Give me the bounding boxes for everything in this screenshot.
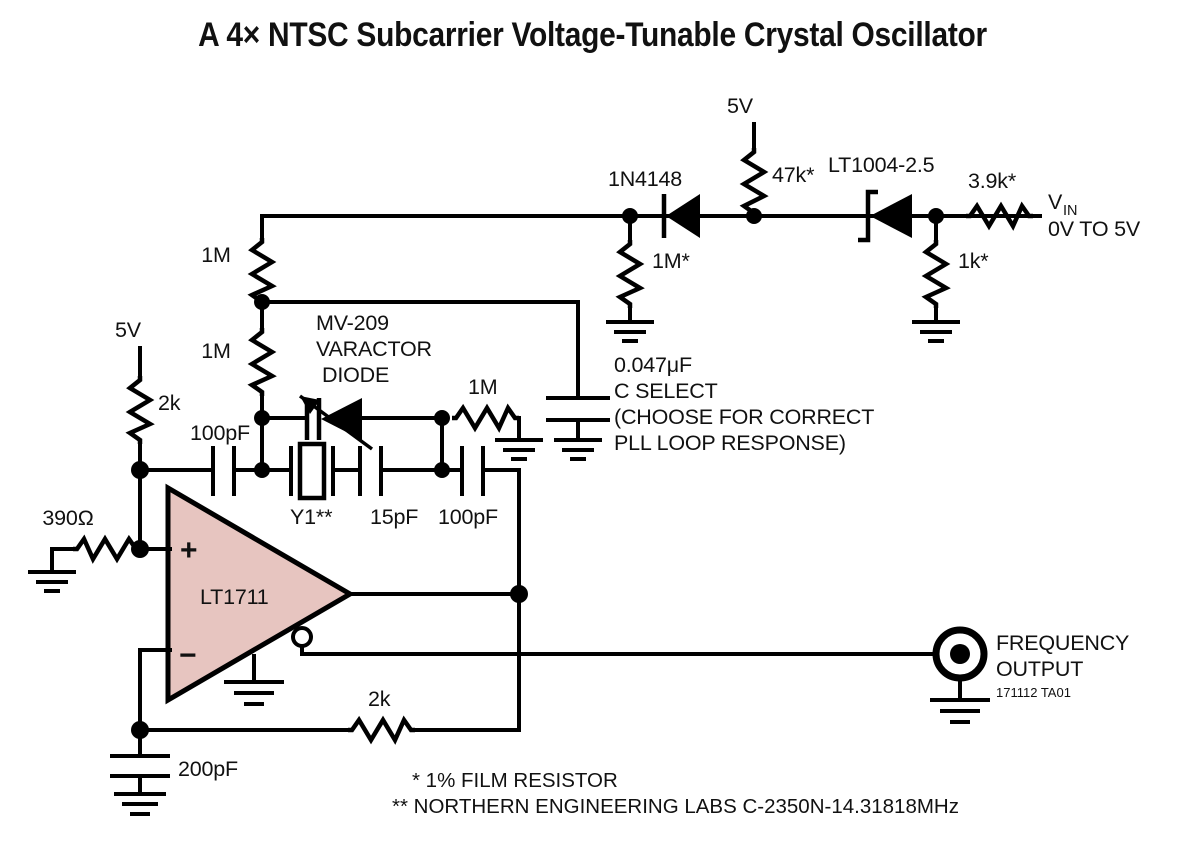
label-c-select-l1: C SELECT — [614, 379, 718, 403]
resistor-2k-feedback — [138, 715, 521, 745]
label-vin-range: 0V TO 5V — [1048, 217, 1141, 241]
reference-lt1004 — [858, 189, 912, 243]
crystal-y1 — [260, 441, 362, 501]
label-r-1k-star: 1k* — [958, 249, 989, 273]
label-r-1m-right: 1M — [468, 375, 497, 399]
label-comparator: LT1711 — [200, 585, 269, 609]
comparator-inverted-output — [291, 626, 948, 656]
capacitor-100pf-input — [193, 446, 264, 496]
label-varactor-l2: VARACTOR — [316, 337, 432, 361]
label-r-1m-star: 1M* — [652, 249, 690, 273]
capacitor-15pf — [358, 446, 444, 496]
label-c-select-l2: (CHOOSE FOR CORRECT — [614, 405, 874, 429]
label-crystal-y1: Y1** — [290, 505, 333, 529]
comparator-ground — [224, 654, 284, 706]
resistor-1m-right — [452, 403, 543, 461]
label-r-2k-feedback: 2k — [368, 687, 391, 711]
label-r-2k-top: 2k — [158, 391, 181, 415]
label-c-15pf: 15pF — [370, 505, 418, 529]
label-supply-5v-top: 5V — [727, 94, 754, 118]
wire-minus-input — [138, 648, 172, 732]
label-input-plus: + — [180, 534, 198, 567]
label-r-1m-mid: 1M — [201, 339, 230, 363]
supply-5v-left-branch — [125, 346, 155, 472]
label-varactor-l1: MV-209 — [316, 311, 389, 335]
comparator-lt1711-body — [165, 483, 355, 705]
node-47k-bottom — [746, 208, 762, 224]
label-c-100pf: 100pF — [438, 505, 498, 529]
resistor-1m-star — [606, 214, 654, 343]
label-vin: V — [1048, 190, 1063, 214]
label-r-390-ohm: 390Ω — [42, 506, 93, 530]
output-connector-bnc — [930, 626, 990, 724]
page-title: A 4× NTSC Subcarrier Voltage-Tunable Cry… — [198, 16, 987, 54]
footnote-1: * 1% FILM RESISTOR — [412, 769, 618, 792]
diode-1n4148 — [661, 194, 700, 238]
label-varactor-l3: DIODE — [322, 363, 389, 387]
resistor-3p9k — [966, 201, 1033, 231]
label-c-100pf-input: 100pF — [190, 421, 250, 445]
label-input-minus: − — [179, 639, 197, 672]
label-part-id: 171112 TA01 — [996, 685, 1071, 700]
varactor-diode-mv209 — [298, 394, 374, 451]
label-r-3p9k: 3.9k* — [968, 169, 1017, 193]
label-c-select-value: 0.047μF — [614, 353, 692, 377]
resistor-390-ohm — [28, 534, 140, 593]
label-c-select-l3: PLL LOOP RESPONSE) — [614, 431, 846, 455]
label-diode-1n4148: 1N4148 — [608, 167, 682, 191]
capacitor-200pf — [110, 728, 170, 816]
supply-5v-top-branch — [739, 122, 769, 218]
label-lt1004: LT1004-2.5 — [828, 153, 935, 177]
capacitor-100pf — [440, 446, 521, 496]
label-output-l1: FREQUENCY — [996, 631, 1129, 655]
node-output — [510, 585, 528, 603]
label-output-l2: OUTPUT — [996, 657, 1083, 681]
label-r-47k: 47k* — [772, 163, 815, 187]
label-vin-subscript: IN — [1063, 203, 1078, 219]
resistor-1k-star — [912, 214, 960, 343]
capacitor-c-select — [546, 396, 610, 461]
resistor-1m-mid — [247, 300, 277, 420]
label-c-200pf: 200pF — [178, 757, 238, 781]
label-r-1m-top: 1M — [201, 243, 230, 267]
label-supply-5v-left: 5V — [115, 318, 142, 342]
wire-to-c-select — [260, 300, 580, 398]
footnote-2: ** NORTHERN ENGINEERING LABS C-2350N-14.… — [392, 795, 959, 818]
